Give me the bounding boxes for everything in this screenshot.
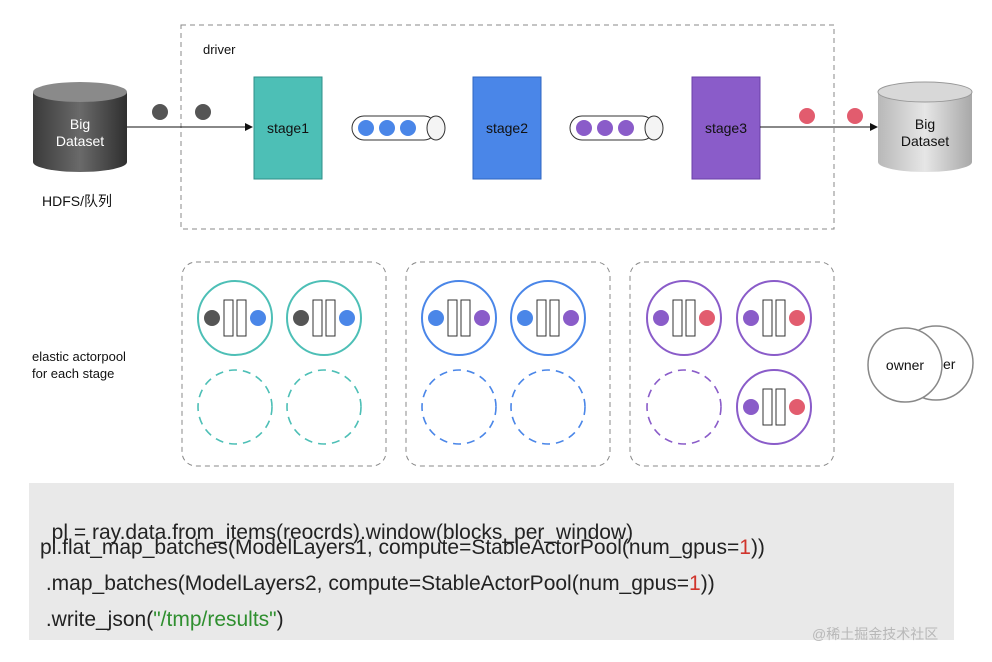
actor-s2-1: [421, 280, 497, 356]
code-line-4-str: "/tmp/results": [153, 608, 277, 631]
actor-s3-3: [736, 369, 812, 445]
code-line-4-b: ): [276, 608, 284, 631]
actor-slot-s2-1: [421, 369, 497, 445]
source-caption: HDFS/队列: [42, 193, 112, 209]
owner-label: owner: [885, 357, 925, 373]
stage2-label: stage2: [485, 120, 529, 136]
queue-stage1-stage2: [351, 115, 446, 141]
stage3-label: stage3: [704, 120, 748, 136]
actor-slot-s3-1: [646, 369, 722, 445]
actor-slot-s1-2: [286, 369, 362, 445]
driver-label: driver: [203, 42, 236, 57]
code-block: [29, 483, 954, 640]
queue-stage2-stage3: [569, 115, 664, 141]
code-line-2-a: pl.flat_map_batches(ModelLayers1, comput…: [40, 536, 740, 559]
watermark: @稀土掘金技术社区: [812, 626, 939, 642]
code-line-1: pl = ray.data.from_items(reocrds).window…: [40, 497, 633, 545]
code-line-3: .map_batches(ModelLayers2, compute=Stabl…: [40, 572, 715, 596]
sink-database-icon: [877, 81, 973, 172]
sink-label: Big Dataset: [900, 116, 950, 149]
code-line-2: pl.flat_map_batches(ModelLayers1, comput…: [40, 536, 765, 560]
code-line-3-num: 1: [689, 572, 701, 595]
stage3-box: [691, 76, 761, 180]
pool-label: elastic actorpool for each stage: [32, 349, 126, 381]
red-item-2: [847, 108, 863, 124]
actor-s2-2: [510, 280, 586, 356]
code-line-2-num: 1: [739, 536, 751, 559]
actor-slot-s2-2: [510, 369, 586, 445]
actor-s3-2: [736, 280, 812, 356]
stage1-box: [253, 76, 323, 180]
actor-s1-1: [197, 280, 273, 356]
actor-s1-2: [286, 280, 362, 356]
code-line-4-a: .write_json(: [40, 608, 154, 631]
source-database-icon: [33, 82, 127, 172]
code-line-3-b: )): [700, 572, 715, 595]
owner-circle-front: [867, 327, 943, 403]
gray-item-2: [195, 104, 211, 120]
stage2-box: [472, 76, 542, 180]
code-line-4: .write_json("/tmp/results"): [40, 608, 284, 632]
red-item-1: [799, 108, 815, 124]
owner-partial-label: er: [943, 356, 956, 372]
gray-item-1: [152, 104, 168, 120]
code-line-1-text: pl = ray.data.from_items(reocrds).window…: [51, 521, 634, 544]
actor-slot-s1-1: [197, 369, 273, 445]
code-line-3-a: .map_batches(ModelLayers2, compute=Stabl…: [40, 572, 690, 595]
source-label: Big Dataset: [55, 116, 105, 149]
code-line-2-b: )): [750, 536, 765, 559]
stage1-label: stage1: [266, 120, 310, 136]
actor-s3-1: [646, 280, 722, 356]
